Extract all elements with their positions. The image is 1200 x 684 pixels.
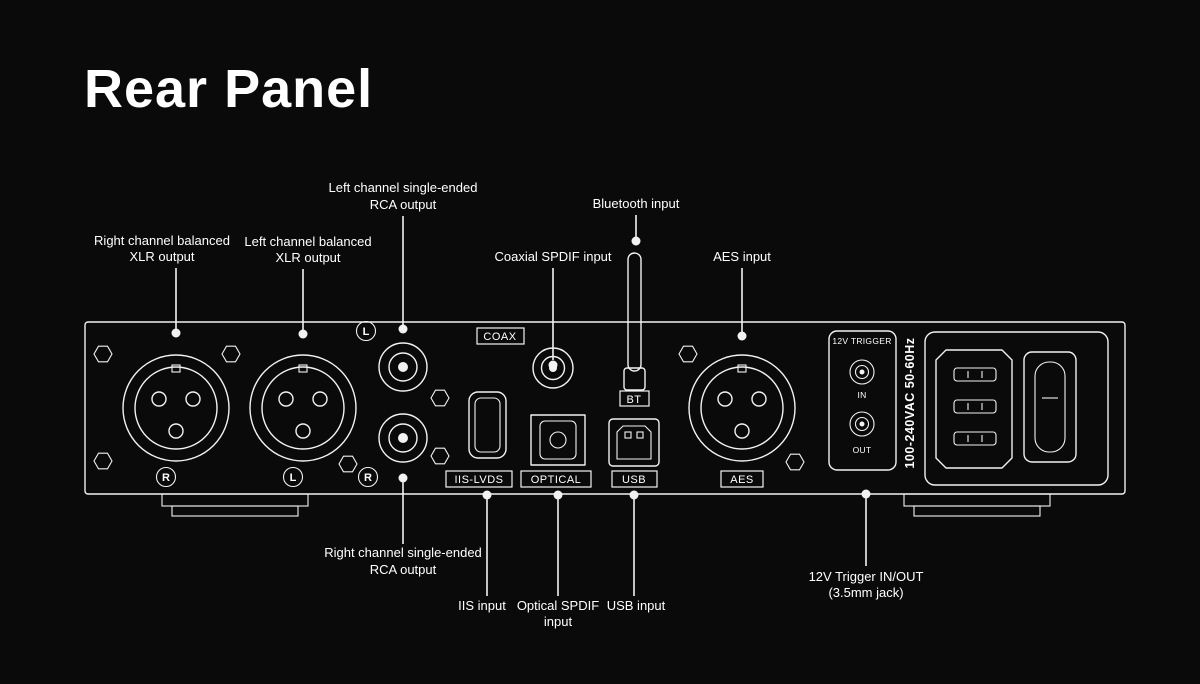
trigger-out-jack <box>849 411 875 437</box>
callout-xlr-left-line2: XLR output <box>275 250 340 265</box>
rca-left-marker: L <box>355 320 377 342</box>
trigger-title-label: 12V TRIGGER <box>832 336 891 346</box>
trigger-in-jack <box>849 359 875 385</box>
callout-iis: IIS input <box>458 490 506 613</box>
ac-prongs <box>953 367 997 446</box>
foot-left <box>161 493 309 517</box>
callout-xlr-left: Left channel balanced XLR output <box>244 234 372 339</box>
callout-rca-left: Left channel single-ended RCA output <box>329 180 478 334</box>
coax-connector: COAX <box>476 327 574 389</box>
iis-port-label: IIS-LVDS <box>454 474 503 486</box>
callout-rca-left-line1: Left channel single-ended <box>329 180 478 195</box>
callout-coax: Coaxial SPDIF input <box>494 249 612 370</box>
xlr-left-connector: L <box>249 354 357 488</box>
xlr-left-marker: L <box>282 466 304 488</box>
callout-rca-right: Right channel single-ended RCA output <box>324 473 482 577</box>
foot-right <box>903 493 1051 517</box>
optical-connector: OPTICAL <box>520 414 592 488</box>
ac-inlet <box>924 331 1109 486</box>
bt-port-label: BT <box>626 394 641 406</box>
rca-right-marker: R <box>357 466 379 488</box>
rca-right-marker-label: R <box>364 472 372 484</box>
page-title: Rear Panel <box>84 59 374 119</box>
callout-coax-line1: Coaxial SPDIF input <box>494 249 611 264</box>
callout-aes: AES input <box>713 249 771 341</box>
optical-port-label: OPTICAL <box>531 474 582 486</box>
callout-bluetooth: Bluetooth input <box>593 196 680 246</box>
hex-screws <box>93 345 805 473</box>
coax-port-label: COAX <box>483 331 516 343</box>
aes-port-label: AES <box>730 474 754 486</box>
callout-usb: USB input <box>607 490 666 613</box>
xlr-left-marker-label: L <box>290 472 297 484</box>
callout-xlr-right-line1: Right channel balanced <box>94 233 230 248</box>
callout-trigger: 12V Trigger IN/OUT (3.5mm jack) <box>809 489 924 600</box>
callout-usb-line1: USB input <box>607 598 666 613</box>
power-switch <box>1023 351 1077 463</box>
bt-antenna: BT <box>619 252 650 407</box>
xlr-right-marker: R <box>155 466 177 488</box>
callout-bluetooth-line1: Bluetooth input <box>593 196 680 211</box>
rca-right-connector: R <box>357 413 428 488</box>
rca-left-marker-label: L <box>363 326 370 338</box>
trigger-section: 12V TRIGGER IN OUT <box>828 330 897 471</box>
callout-rca-left-line2: RCA output <box>370 197 437 212</box>
xlr-right-marker-label: R <box>162 472 170 484</box>
trigger-in-label: IN <box>857 390 866 400</box>
callout-xlr-right: Right channel balanced XLR output <box>94 233 230 338</box>
callout-xlr-left-line1: Left channel balanced <box>244 234 371 249</box>
callout-optical-line2: input <box>544 614 573 629</box>
callout-optical-line1: Optical SPDIF <box>517 598 599 613</box>
callout-trigger-line2: (3.5mm jack) <box>828 585 903 600</box>
callout-aes-line1: AES input <box>713 249 771 264</box>
callout-optical: Optical SPDIF input <box>517 490 599 629</box>
xlr-right-connector: R <box>122 354 230 488</box>
usb-connector: USB <box>608 418 660 488</box>
callout-rca-right-line1: Right channel single-ended <box>324 545 482 560</box>
chassis-outline <box>84 321 1126 517</box>
callout-rca-right-line2: RCA output <box>370 562 437 577</box>
usb-port-label: USB <box>622 474 646 486</box>
aes-connector: AES <box>688 354 796 488</box>
iis-connector: IIS-LVDS <box>445 391 513 488</box>
trigger-out-label: OUT <box>853 445 872 455</box>
rca-left-connector: L <box>355 320 428 392</box>
callout-xlr-right-line2: XLR output <box>129 249 194 264</box>
callout-iis-line1: IIS input <box>458 598 506 613</box>
callout-trigger-line1: 12V Trigger IN/OUT <box>809 569 924 584</box>
voltage-label: 100-240VAC 50-60Hz <box>903 337 917 468</box>
